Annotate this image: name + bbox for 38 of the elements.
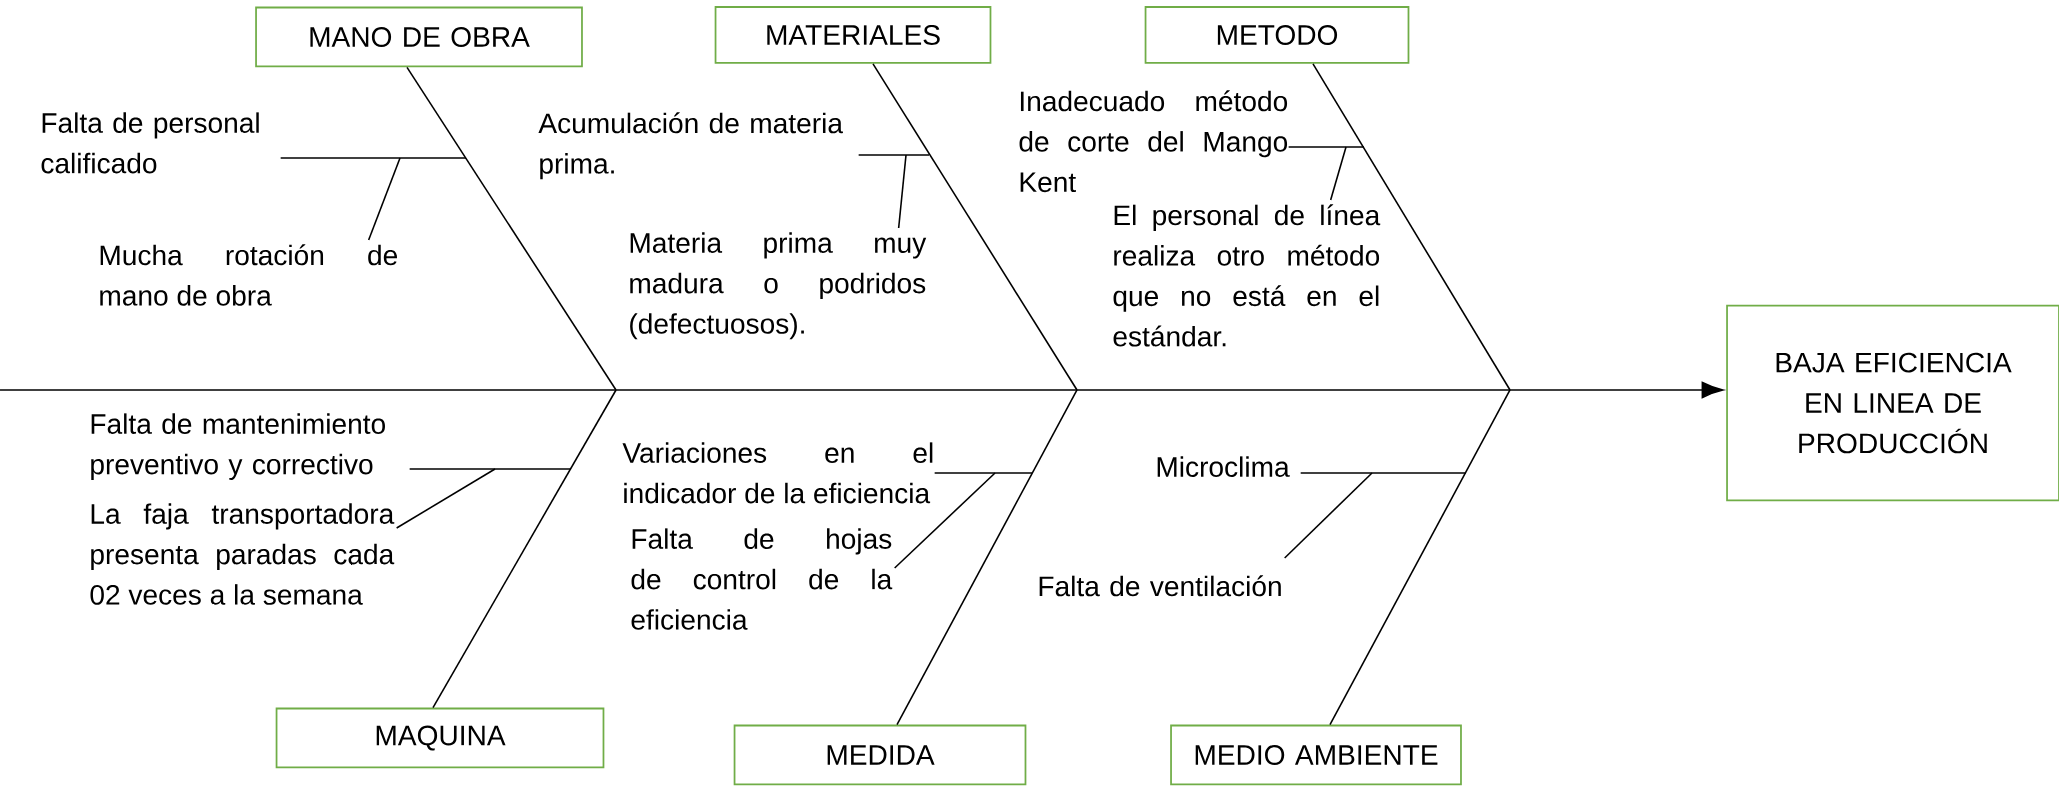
cause-text: Falta de hojas de control de la eficiencia — [631, 528, 893, 630]
branch-line — [367, 157, 401, 241]
cause-text: La faja transportadora presenta paradas cada 02 veces a la semana — [90, 503, 395, 605]
cause-text: Falta de personal calificado — [41, 112, 259, 174]
branch-line — [933, 472, 1033, 474]
branch-line — [408, 468, 572, 470]
cause-text: Acumulación de materia prima. — [538, 112, 843, 180]
category-box: MEDIDA — [733, 724, 1027, 786]
category-box: METODO — [1144, 6, 1410, 64]
branch-line — [897, 154, 907, 229]
effect-box: BAJA EFICIENCIA EN LINEA DE PRODUCCIÓN — [1726, 304, 2059, 502]
category-box: MAQUINA — [275, 707, 605, 769]
bone-line — [406, 66, 617, 391]
cause-text: Falta de mantenimiento preventivo y correctivo — [91, 413, 385, 480]
branch-line — [1299, 472, 1467, 474]
cause-text: Materia prima muy madura o podridos (defectuosos). — [630, 232, 927, 340]
cause-text: El personal de línea realiza otro método que no está en el estándar. — [1113, 204, 1381, 347]
branch-line — [1287, 146, 1365, 148]
branch-line — [279, 157, 467, 159]
cause-text: Microclima — [1157, 456, 1290, 477]
branch-line — [893, 472, 996, 569]
cause-text: Variaciones en el indicador de la eficiencia — [622, 442, 933, 504]
bone-line — [872, 63, 1078, 391]
category-box: MANO DE OBRA — [255, 6, 583, 68]
category-box: MATERIALES — [714, 6, 992, 64]
bone-line — [1329, 389, 1511, 726]
cause-text: Inadecuado método de corte del Mango Kent — [1019, 90, 1288, 193]
branch-line — [395, 468, 496, 529]
cause-text: Mucha rotación de mano de obra — [100, 244, 397, 306]
bone-line — [896, 389, 1078, 726]
branch-line — [1283, 472, 1373, 559]
branch-line — [857, 154, 930, 156]
bone-line — [1312, 63, 1511, 391]
branch-line — [1329, 146, 1347, 201]
category-box: MEDIO AMBIENTE — [1170, 724, 1462, 786]
cause-text: Falta de ventilación — [1039, 575, 1281, 597]
spine-arrow — [0, 381, 1724, 399]
bone-line — [432, 389, 617, 709]
